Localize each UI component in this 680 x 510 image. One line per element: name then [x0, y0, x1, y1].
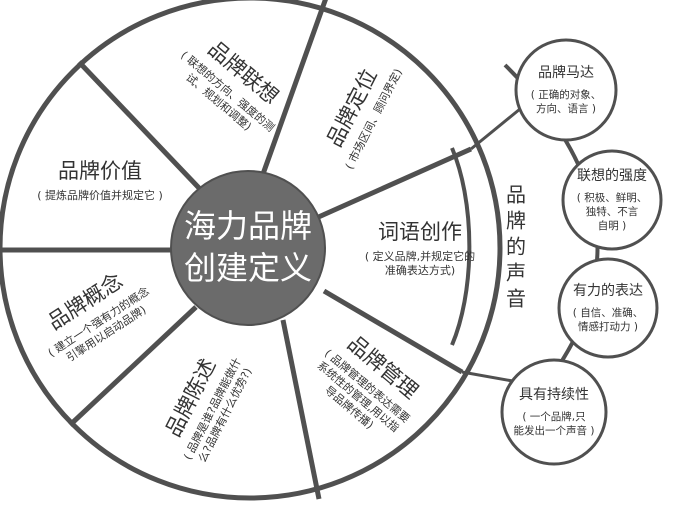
voice-label-char-3: 的: [506, 235, 526, 259]
voice-label-char-2: 牌: [506, 209, 526, 233]
spoke-7: [322, 288, 464, 375]
center-title-line-1: 海力品牌: [184, 207, 312, 245]
circle-label-motor: 品牌马达 ( 正确的对象、方向、语言 ): [531, 64, 601, 115]
circle-strength: [561, 149, 663, 251]
circle-subtitle-strength-1: ( 积极、鲜明、: [577, 191, 647, 204]
segment-subtitle-lexical-2: 准确表达方式): [385, 263, 455, 277]
segment-subtitle-lexical-1: ( 定义品牌,并规定它的: [365, 249, 475, 263]
circle-motor: [514, 38, 618, 142]
center-circle: [170, 170, 326, 326]
circle-subtitle-strength-3: 自明 ): [598, 219, 626, 232]
diagram-structure: [0, 0, 663, 501]
outer-ring: [0, 0, 503, 501]
circle-subtitle-motor-2: 方向、语言 ): [536, 102, 596, 115]
circle-title-sustain: 具有持续性: [519, 386, 589, 403]
voice-label-char-5: 音: [506, 287, 526, 311]
segment-value: 品牌价值 ( 提炼品牌价值并规定它 ): [37, 159, 163, 202]
voice-label-char-4: 声: [506, 261, 526, 285]
circle-label-expression: 有力的表达 ( 自信、准确、情感打动力 ): [573, 283, 643, 333]
segment-title-value: 品牌价值: [58, 159, 142, 183]
circle-title-strength: 联想的强度: [577, 168, 647, 184]
spoke-3: [77, 60, 201, 190]
voice-label-char-1: 品: [506, 183, 526, 207]
spoke-1: [312, 146, 473, 222]
segment-subtitle-value-1: ( 提炼品牌价值并规定它 ): [37, 188, 163, 202]
circle-subtitle-expression-2: 情感打动力 ): [578, 320, 638, 333]
spoke-5: [68, 305, 198, 427]
circle-subtitle-expression-1: ( 自信、准确、: [573, 306, 643, 319]
voice-bowl-inner: [450, 147, 472, 346]
circle-subtitle-sustain-1: ( 一个品牌,只: [522, 410, 585, 423]
circle-title-motor: 品牌马达: [538, 64, 594, 81]
center-title-line-2: 创建定义: [184, 249, 312, 287]
circle-subtitle-sustain-2: 能发出一个声音 ): [514, 424, 595, 437]
spoke-2: [260, 0, 328, 175]
segment-positioning: 品牌定位( 市场区间、顾问界定): [322, 65, 405, 171]
segment-title-lexical: 词语创作: [378, 220, 462, 244]
circle-sustain: [500, 358, 608, 466]
connector-top: [470, 107, 521, 151]
circle-subtitle-motor-1: ( 正确的对象、: [531, 88, 601, 101]
spoke-6: [280, 319, 322, 500]
circle-expression: [557, 257, 659, 359]
circle-subtitle-strength-2: 独特、不言: [586, 205, 639, 218]
circle-title-expression: 有力的表达: [573, 283, 643, 299]
